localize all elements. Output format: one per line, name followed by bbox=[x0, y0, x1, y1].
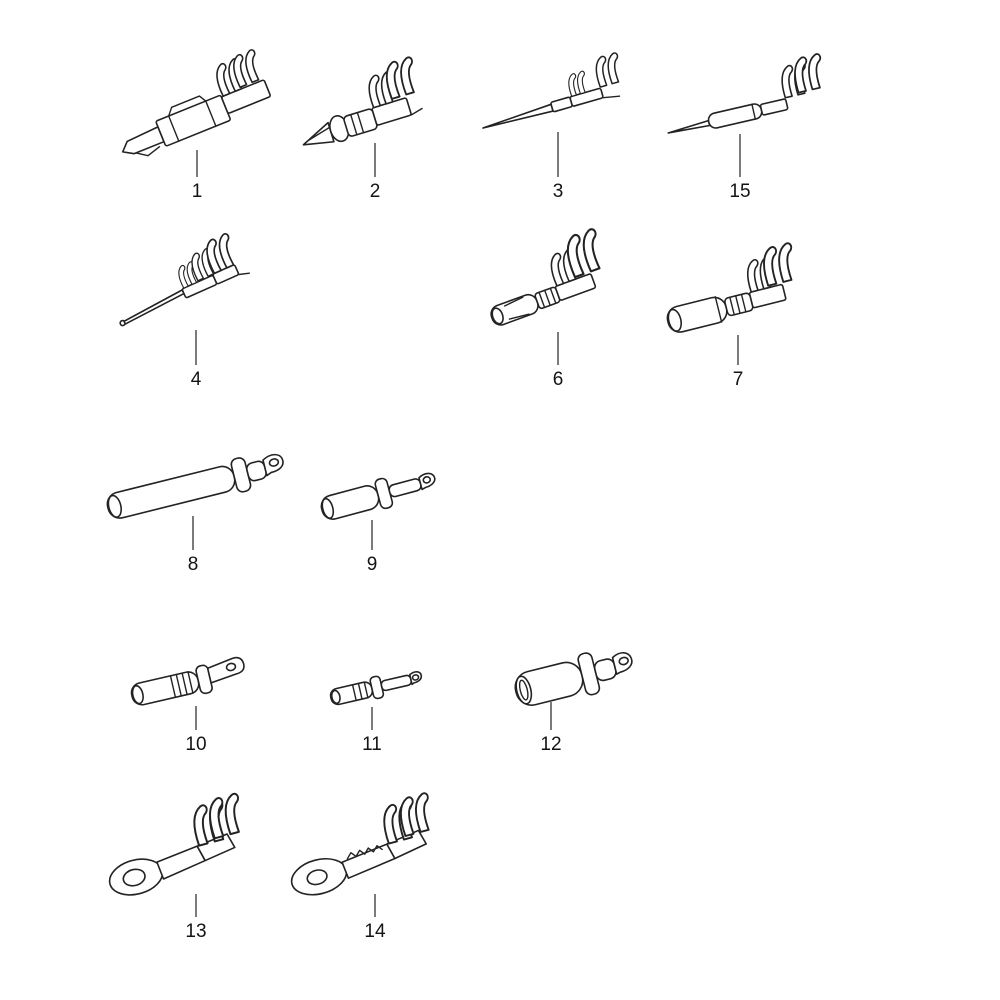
part-number-6[interactable]: 6 bbox=[553, 369, 564, 390]
part-number-12[interactable]: 12 bbox=[540, 734, 561, 755]
part-group-1: 1 bbox=[121, 48, 271, 202]
part-number-10[interactable]: 10 bbox=[185, 734, 206, 755]
part-group-6: 6 bbox=[490, 227, 609, 390]
terminal-7-illustration-icon bbox=[666, 241, 800, 333]
part-number-3[interactable]: 3 bbox=[553, 181, 564, 202]
terminal-1-illustration-icon bbox=[121, 48, 271, 157]
terminal-2-illustration-icon bbox=[302, 55, 423, 146]
part-group-8: 8 bbox=[106, 453, 284, 575]
part-group-7: 7 bbox=[666, 241, 800, 390]
part-number-7[interactable]: 7 bbox=[733, 369, 744, 390]
terminal-14-illustration-icon bbox=[290, 791, 438, 896]
terminal-11-illustration-icon bbox=[329, 671, 423, 706]
part-number-15[interactable]: 15 bbox=[729, 181, 750, 202]
crimp-wings-icon bbox=[591, 51, 626, 88]
terminal-13-illustration-icon bbox=[108, 792, 248, 896]
terminal-4-illustration-icon bbox=[119, 232, 251, 327]
terminal-15-illustration-icon bbox=[667, 52, 828, 134]
terminal-12-illustration-icon bbox=[514, 651, 633, 706]
part-number-2[interactable]: 2 bbox=[370, 181, 381, 202]
part-group-11: 11 bbox=[329, 671, 423, 755]
part-number-1[interactable]: 1 bbox=[192, 181, 203, 202]
part-group-9: 9 bbox=[320, 472, 436, 575]
part-group-14: 14 bbox=[290, 791, 438, 942]
part-group-12: 12 bbox=[514, 651, 633, 755]
part-group-2: 2 bbox=[302, 55, 423, 202]
part-number-14[interactable]: 14 bbox=[364, 921, 386, 942]
part-group-13: 13 bbox=[108, 792, 248, 942]
terminal-8-illustration-icon bbox=[106, 453, 284, 519]
crimp-wings-icon bbox=[789, 52, 828, 94]
terminal-3-illustration-icon bbox=[482, 51, 626, 129]
part-number-11[interactable]: 11 bbox=[362, 734, 382, 755]
part-group-4: 4 bbox=[119, 232, 251, 390]
part-number-9[interactable]: 9 bbox=[367, 554, 378, 575]
part-number-4[interactable]: 4 bbox=[191, 369, 202, 390]
part-group-15: 15 bbox=[667, 52, 828, 202]
terminal-9-illustration-icon bbox=[320, 472, 436, 520]
terminal-10-illustration-icon bbox=[130, 656, 245, 706]
part-number-13[interactable]: 13 bbox=[185, 921, 206, 942]
part-number-8[interactable]: 8 bbox=[188, 554, 199, 575]
part-group-3: 3 bbox=[482, 51, 626, 202]
part-group-10: 10 bbox=[130, 656, 245, 755]
terminal-6-illustration-icon bbox=[490, 227, 609, 326]
